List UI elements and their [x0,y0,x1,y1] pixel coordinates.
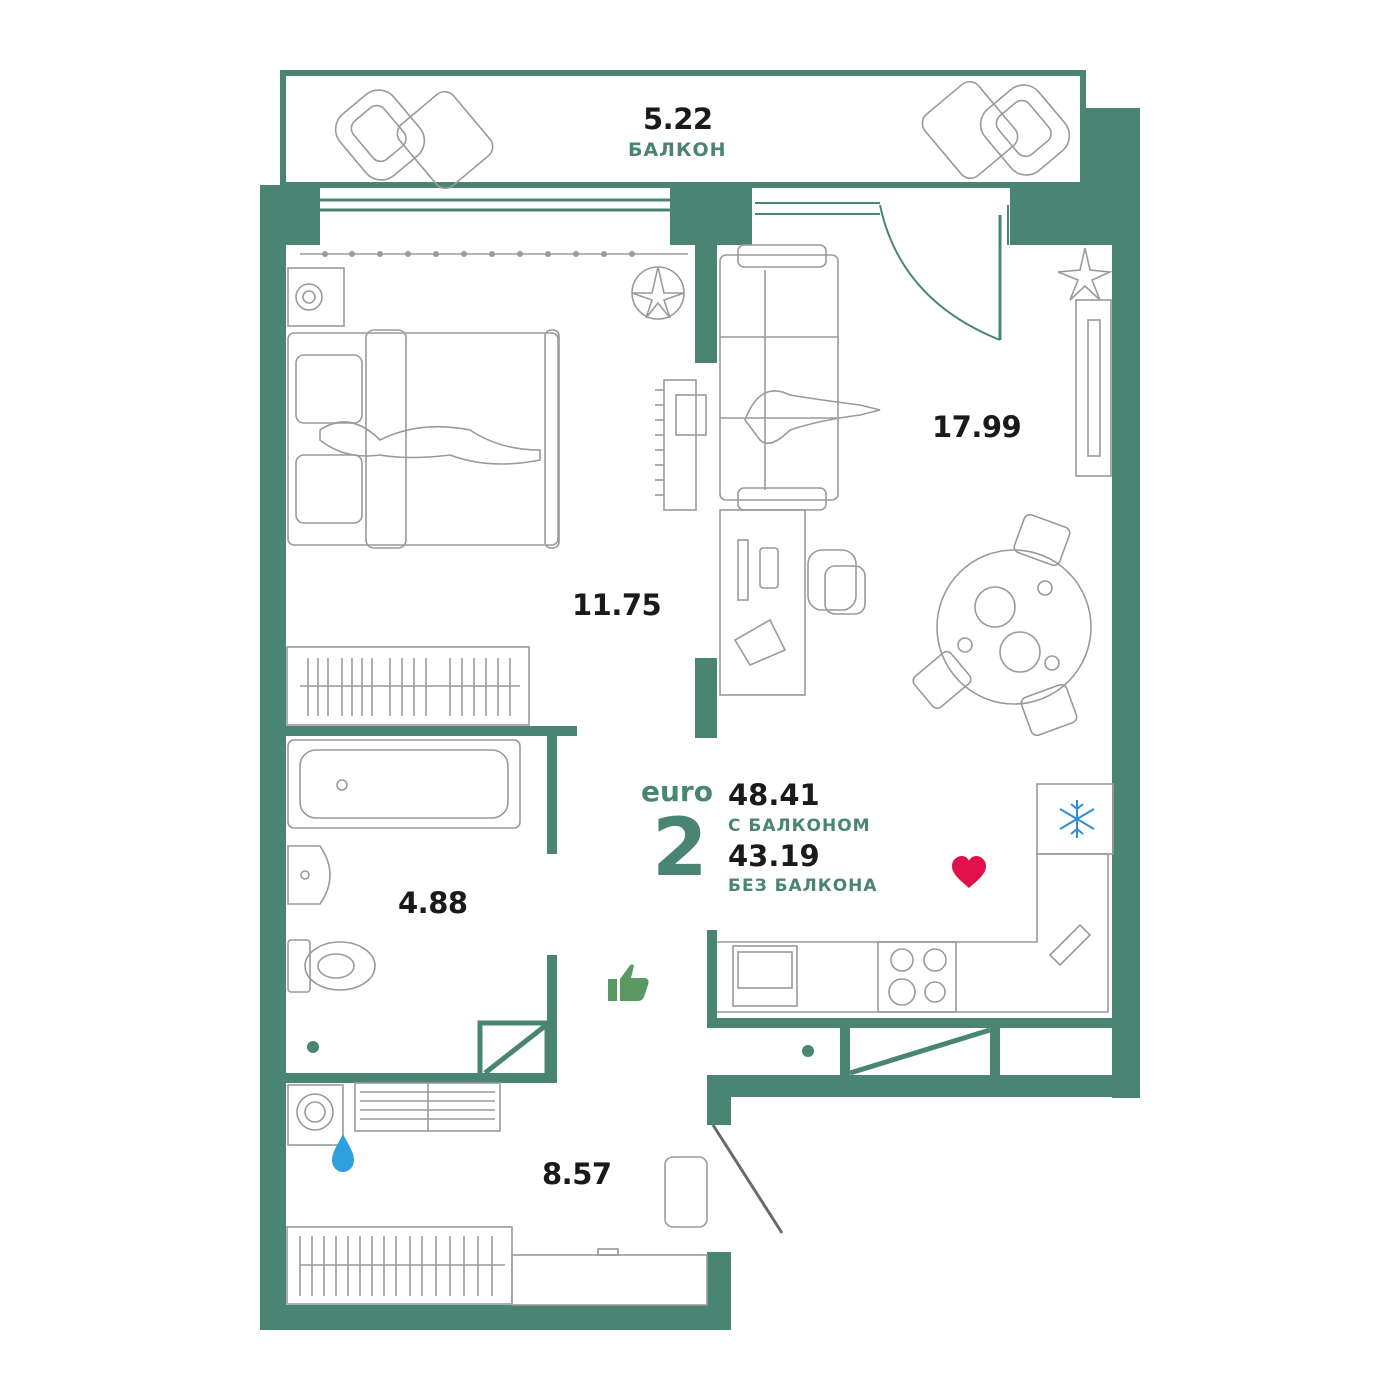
bedroom-wardrobe [286,646,530,726]
balcony-area: 5.22 [643,102,713,136]
walls [260,108,1140,1330]
water-drop-icon [332,1134,354,1172]
dining-table [912,513,1092,737]
work-desk [719,509,866,696]
hall-wardrobe [286,1226,708,1306]
total-area-without-balcony: 43.19 [728,839,820,873]
bathtub [287,739,521,829]
kitchen-counter [717,853,1109,1013]
thumbs-up-icon [608,964,649,1001]
room-count: 2 [652,801,708,894]
bedroom-area: 11.75 [572,588,662,622]
socket-dot-kitchen [802,1045,814,1057]
bed [287,329,560,549]
without-balcony-label: БЕЗ БАЛКОНА [728,876,878,896]
washing-machine [287,1084,344,1146]
plant-living [1057,247,1114,301]
hall-shelf [354,1082,501,1132]
furniture [286,80,1114,1306]
total-area-with-balcony: 48.41 [728,778,820,812]
hallway-area: 8.57 [542,1157,612,1191]
socket-dot-bath [307,1041,319,1053]
entrance-door [711,1124,784,1234]
bathroom-area: 4.88 [398,886,468,920]
living-kitchen-area: 17.99 [932,410,1022,444]
balcony-chair-left [334,89,494,190]
bath-sink [287,845,331,905]
heart-icon [952,856,986,888]
sofa [719,244,881,511]
with-balcony-label: С БАЛКОНОМ [728,816,871,836]
snowflake-icon [1059,800,1095,838]
balcony-name: БАЛКОН [628,139,727,161]
balcony-chair-right [921,80,1071,180]
closet-niches [477,1020,991,1079]
toilet [287,939,376,993]
balcony-frame [280,70,1086,341]
apartment-class: euro [641,775,713,808]
plant-bedroom [631,266,685,320]
